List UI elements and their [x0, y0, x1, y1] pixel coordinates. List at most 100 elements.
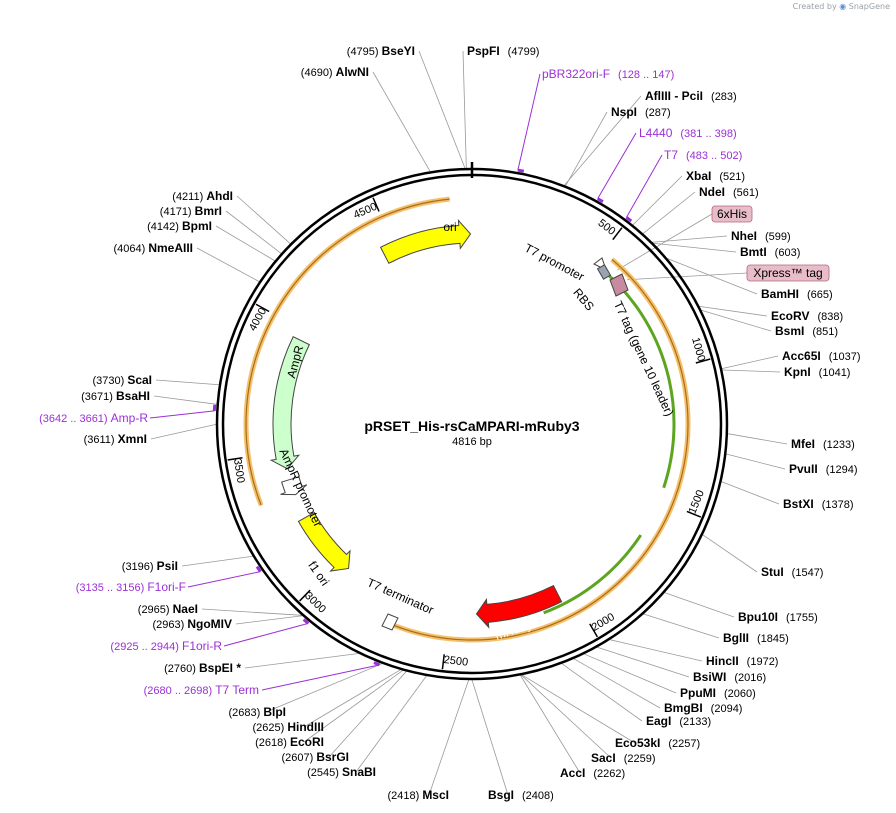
leader-NgoMIV	[235, 615, 303, 625]
site-position: (2965)	[138, 604, 173, 616]
site-alwni: (4690) AlwNI	[301, 65, 369, 79]
tick-mark-1500	[686, 510, 702, 518]
primer-bar-0	[517, 168, 525, 173]
site-bsiwi: BsiWI(2016)	[693, 670, 766, 684]
site-nhei: NheI (599)	[731, 229, 791, 243]
leader-PvuII	[726, 453, 786, 470]
site-acc65i: Acc65I(1037)	[782, 349, 861, 363]
site-name: BmtI	[740, 245, 767, 259]
site-position: (1972)	[747, 656, 779, 668]
site-name: NheI	[731, 229, 757, 243]
site-position: (2257)	[668, 738, 700, 750]
leader-AlwNI	[372, 71, 431, 172]
primer-leader-6	[261, 664, 380, 691]
plasmid-name: pRSET_His-rsCaMPARI-mRuby3	[364, 418, 579, 434]
leader-AccI	[520, 675, 581, 774]
site-xbai: XbaI(521)	[686, 169, 745, 183]
site-name: BmrI	[195, 204, 222, 218]
site-bstxi: BstXI(1378)	[783, 497, 853, 511]
primer-range: (3135 .. 3156)	[76, 582, 148, 594]
site-position: (4690)	[301, 67, 336, 79]
primer-name: T7	[664, 148, 678, 162]
site-position: (3196)	[122, 561, 157, 573]
site-position: (4064)	[113, 243, 148, 255]
leader-BmgBI	[573, 658, 661, 709]
site-pcii: AflIII - PciI(283)	[645, 89, 737, 103]
site-scai: (3730) ScaI	[92, 373, 152, 387]
orf-arcs	[243, 196, 691, 643]
site-name: NspI	[611, 105, 637, 119]
site-name: SacI	[591, 751, 616, 765]
leader-NdeI	[642, 191, 696, 234]
leader-MfeI	[727, 433, 788, 445]
site-name: BsgI	[488, 788, 514, 802]
site-snabi: (2545) SnaBI	[307, 765, 376, 779]
tick-label-3000: 3000	[302, 590, 328, 616]
primer-leader-1	[597, 132, 637, 199]
leader-BamHI	[667, 258, 758, 295]
leader-NspI	[565, 111, 608, 186]
primer-range: (3642 .. 3661)	[39, 413, 111, 425]
site-msci: (2418) MscI	[387, 788, 449, 802]
site-name: PsiI	[157, 559, 178, 573]
site-name: BsrGI	[316, 750, 349, 764]
site-position: (1845)	[757, 633, 789, 645]
site-labels: AflIII - PciI(283)NspI(287)XbaI(521)NdeI…	[39, 44, 860, 802]
tag-leader-0	[617, 213, 713, 271]
primer-t7-term: (2680 .. 2698) T7 Term	[144, 683, 259, 697]
site-name: HindIII	[287, 720, 324, 734]
credit-text: Created by	[792, 2, 837, 11]
site-position: (287)	[645, 107, 671, 119]
site-position: (1233)	[823, 439, 855, 451]
tick-mark-2500	[441, 654, 445, 670]
site-position: (2607)	[281, 752, 316, 764]
site-position: (2618)	[255, 737, 290, 749]
leader-BspEI *	[244, 653, 359, 669]
leader-BsgI	[471, 679, 509, 796]
site-name: BmgBI	[664, 701, 703, 715]
leader-EagI	[561, 663, 643, 722]
site-name: AccI	[560, 766, 585, 780]
site-saci: SacI(2259)	[591, 751, 655, 765]
leader-NaeI	[201, 608, 302, 616]
site-position: (4795)	[347, 46, 382, 58]
site-position: (1037)	[829, 351, 861, 363]
site-name: XmnI	[118, 432, 147, 446]
site-name: BsiWI	[693, 670, 726, 684]
leader-XbaI	[632, 175, 683, 226]
tick-label-1000: 1000	[689, 336, 707, 363]
leader-StuI	[702, 534, 758, 573]
site-position: (283)	[711, 91, 737, 103]
site-bsrgi: (2607) BsrGI	[281, 750, 349, 764]
site-name: PvuII	[789, 462, 818, 476]
site-blpi: (2683) BlpI	[228, 705, 286, 719]
site-position: (2760)	[164, 663, 199, 675]
site-name: BglII	[723, 631, 749, 645]
leader-KpnI	[722, 369, 781, 373]
primer-bar-6	[373, 661, 381, 667]
site-name: PciI	[682, 89, 703, 103]
site-bsmi: BsmI(851)	[775, 324, 838, 338]
site-name: AlwNI	[336, 65, 369, 79]
site-position: (599)	[765, 231, 791, 243]
leader-ScaI	[155, 379, 220, 386]
primer-leader-3	[149, 410, 215, 419]
leader-BsiWI	[597, 646, 690, 678]
site-eco53ki: Eco53kI(2257)	[615, 736, 700, 750]
site-ecori: (2618) EcoRI	[255, 735, 324, 749]
tag-leader-1	[627, 272, 748, 281]
site-name: PpuMI	[680, 686, 716, 700]
site-name: EagI	[646, 714, 671, 728]
primer-bar-2	[625, 216, 633, 223]
site-position: (2060)	[724, 688, 756, 700]
feature-mruby3-arrow	[475, 584, 563, 629]
primer-range: (483 .. 502)	[686, 150, 742, 162]
site-position: (2094)	[711, 703, 743, 715]
site-nmeaiii: (4064) NmeAIII	[113, 241, 193, 255]
site-pspfi: PspFI(4799)	[467, 44, 539, 58]
ori-label: ori	[443, 220, 456, 234]
site-position: (2418)	[387, 790, 422, 802]
site-position: (603)	[775, 247, 801, 259]
site-name: BamHI	[761, 287, 799, 301]
site-position: (3671)	[81, 391, 116, 403]
